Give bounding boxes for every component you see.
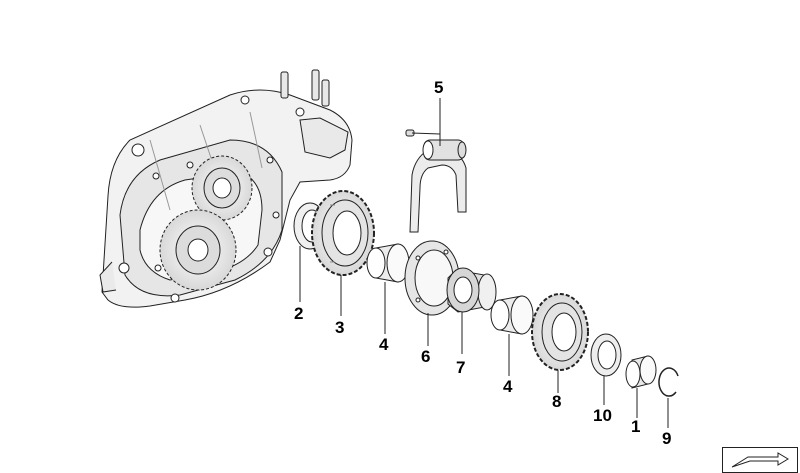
callout-10: 10 — [593, 406, 612, 425]
callout-7: 7 — [456, 358, 466, 377]
bushing-sleeve — [625, 355, 657, 389]
gear-3 — [311, 190, 375, 276]
housing-internal-gears — [159, 155, 253, 291]
callout-4: 4 — [379, 335, 389, 354]
callout-1: 1 — [631, 417, 641, 436]
callout-8: 8 — [552, 392, 562, 411]
housing-studs — [280, 69, 330, 107]
arrow-sheet-icon — [722, 447, 798, 473]
needle-bearing-b — [490, 295, 534, 335]
shift-fork — [405, 129, 467, 233]
callout-9: 9 — [662, 429, 672, 448]
circlip — [658, 367, 679, 397]
callout-5: 5 — [434, 78, 444, 97]
needle-bearing-a — [366, 243, 410, 283]
callout-3: 3 — [335, 318, 345, 337]
gear-8 — [531, 293, 589, 371]
synchronizer-ring — [404, 240, 460, 316]
leader-lines — [299, 98, 669, 428]
bearing-ring — [590, 333, 622, 377]
callout-4: 4 — [503, 377, 513, 396]
sliding-sleeve — [446, 267, 497, 313]
callout-2: 2 — [294, 304, 304, 323]
callout-6: 6 — [421, 347, 431, 366]
